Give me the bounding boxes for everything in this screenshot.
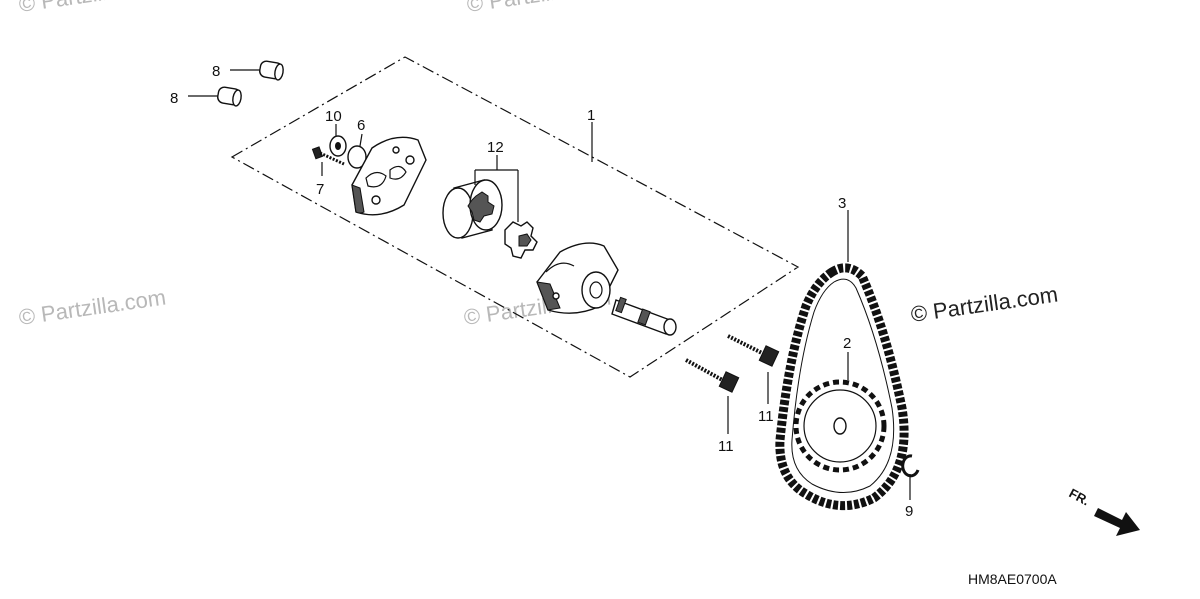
- chain-inner-edge: [791, 278, 895, 493]
- o-ring-6: [347, 145, 367, 169]
- front-direction-arrow: FR.: [1067, 485, 1140, 536]
- assembly-boundary: [230, 56, 800, 378]
- callout-3: 3: [838, 195, 846, 212]
- drive-chain: [775, 263, 909, 511]
- collar-lower: [188, 86, 242, 107]
- callout-9: 9: [905, 503, 913, 520]
- callout-7: 7: [316, 181, 324, 198]
- flange-bolt-lower: [685, 358, 740, 393]
- inner-rotor: [504, 221, 538, 259]
- callout-12: 12: [487, 139, 504, 156]
- callout-11-upper: 11: [758, 408, 774, 425]
- washer-10: [329, 135, 347, 157]
- pump-cover: [351, 136, 427, 216]
- direction-label: FR.: [1067, 485, 1093, 508]
- watermark-top-center: © Partzilla.com: [465, 0, 615, 17]
- callout-1: 1: [587, 107, 595, 124]
- callout-6: 6: [357, 117, 365, 134]
- diagram-code: HM8AE0700A: [968, 571, 1057, 587]
- watermark-top-left: © Partzilla.com: [17, 0, 167, 17]
- callout-2: 2: [843, 335, 851, 352]
- pump-shaft: [611, 296, 677, 336]
- watermark-left: © Partzilla.com: [17, 285, 167, 330]
- pump-body: [536, 242, 619, 314]
- collar-upper: [230, 60, 284, 81]
- outer-rotor: [442, 179, 503, 239]
- snap-ring-9: [901, 454, 920, 478]
- callout-8-lower: 8: [170, 90, 178, 107]
- callout-11-lower: 11: [718, 438, 734, 455]
- leader-lines: [321, 122, 911, 500]
- screw-7: [311, 146, 345, 166]
- driven-sprocket: [793, 379, 887, 473]
- flange-bolt-upper: [727, 334, 780, 367]
- callout-10: 10: [325, 108, 342, 125]
- watermark-right: © Partzilla.com: [909, 282, 1059, 327]
- callout-8-upper: 8: [212, 63, 220, 80]
